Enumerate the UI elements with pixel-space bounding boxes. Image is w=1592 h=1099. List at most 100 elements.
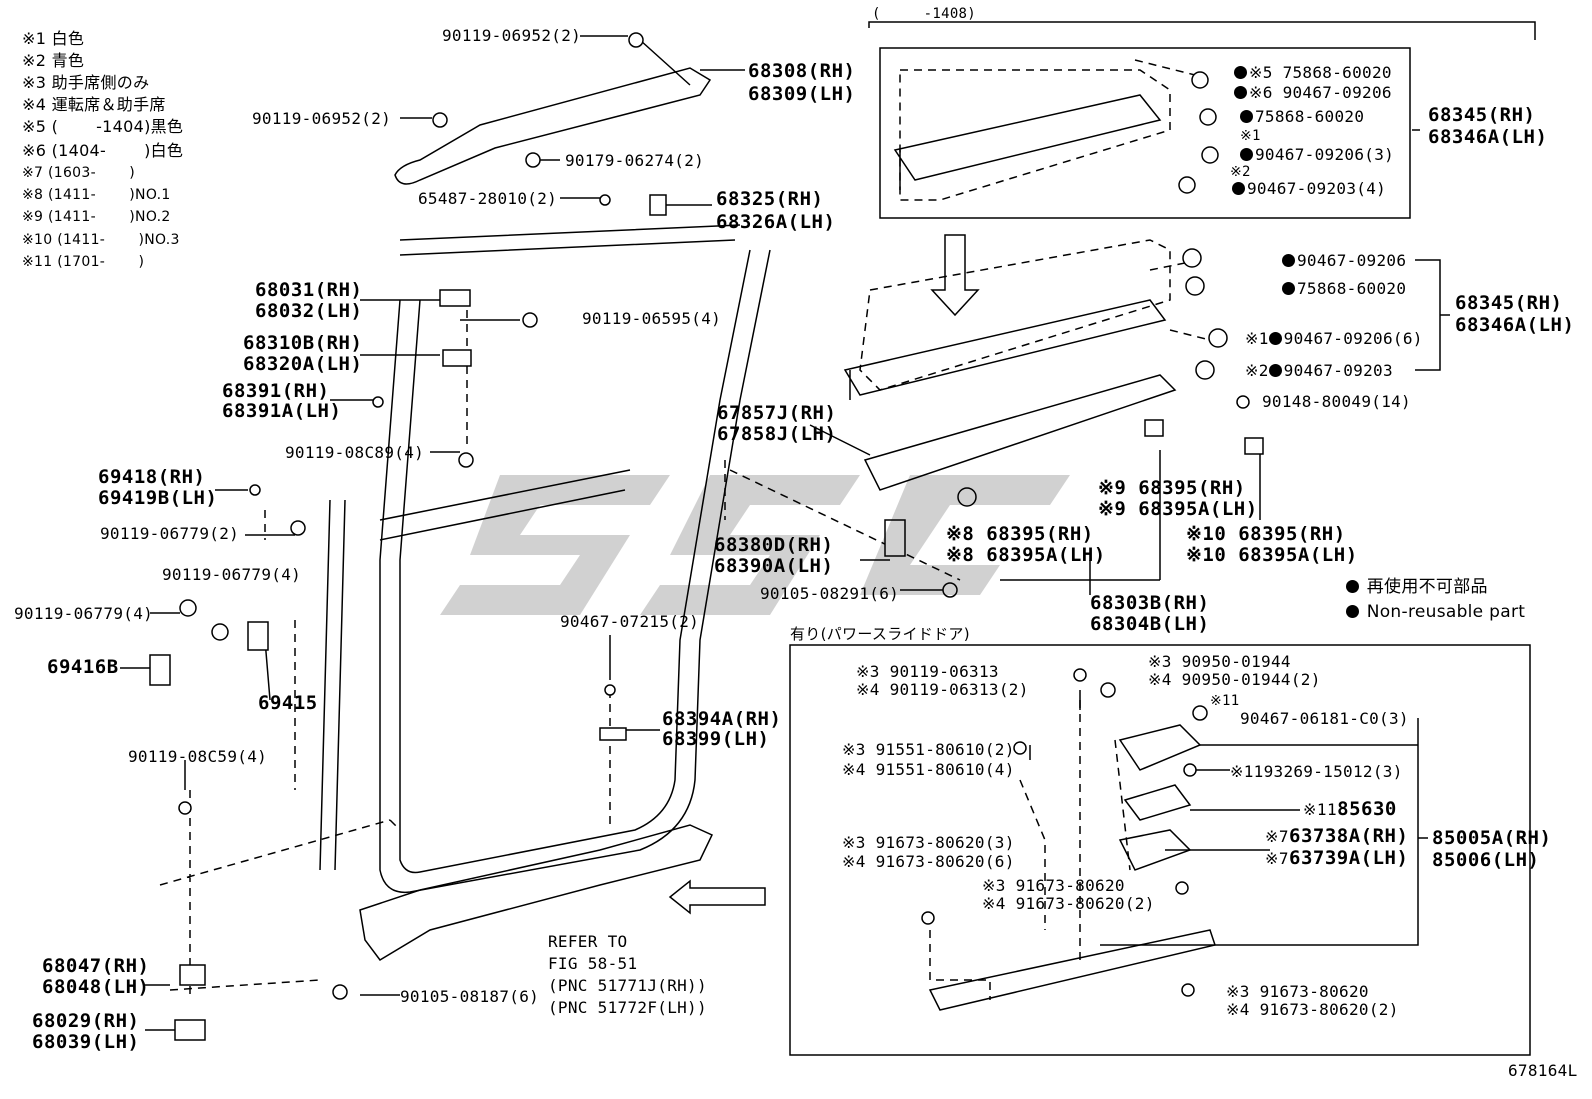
part-label: 90119-06779(4) — [14, 604, 154, 623]
part-label: ※4 91673-80620(2) — [982, 894, 1155, 913]
part-label: ※9 68395(RH) — [1098, 477, 1246, 499]
part-label: 90179-06274(2) — [565, 151, 705, 170]
nonreusable-dot-icon — [1282, 282, 1295, 295]
nonreusable-dot-icon — [1240, 110, 1253, 123]
part-label: ※3 91673-80620(3) — [842, 833, 1015, 852]
part-label: 68346A(LH) — [1455, 314, 1575, 336]
part-label: ※4 90950-01944(2) — [1148, 670, 1321, 689]
part-label: 68047(RH) — [42, 955, 150, 977]
part-label: ※3 91673-80620 — [1226, 982, 1369, 1001]
refer-text: REFER TO — [548, 932, 628, 951]
part-label: 68390A(LH) — [714, 555, 834, 577]
date-range-label: ( -1408) — [872, 6, 977, 22]
part-label: 85006(LH) — [1432, 849, 1540, 871]
part-label: 69415 — [258, 692, 318, 714]
part-label: 68391A(LH) — [222, 400, 342, 422]
part-label: 68391(RH) — [222, 380, 330, 402]
marker: ※2 — [1230, 164, 1251, 180]
part-label: ※10 68395(RH) — [1186, 523, 1346, 545]
part-label: 68320A(LH) — [243, 353, 363, 375]
part-label: 68399(LH) — [662, 728, 770, 750]
legend-item: ※4 運転席＆助手席 — [22, 95, 166, 114]
nonreusable-legend-en: Non-reusable part — [1346, 603, 1525, 621]
legend-item: ※7 (1603- ) — [22, 165, 136, 181]
part-label: ※4 91673-80620(2) — [1226, 1000, 1399, 1019]
refer-text: (PNC 51771J(RH)) — [548, 976, 707, 995]
part-label: 68345(RH) — [1455, 292, 1563, 314]
legend-item: ※9 (1411- )NO.2 — [22, 209, 171, 225]
part-label: ※9 68395A(LH) — [1098, 498, 1258, 520]
part-label: ※763738A(RH) — [1265, 825, 1409, 847]
part-label: ※6 90467-09206 — [1234, 84, 1392, 102]
nonreusable-dot-icon — [1234, 66, 1247, 79]
part-label: ※4 91551-80610(4) — [842, 760, 1015, 779]
part-label: 68309(LH) — [748, 83, 856, 105]
door-top-edge — [399, 224, 741, 256]
part-label: 90467-09203(4) — [1232, 180, 1386, 198]
part-label: 68325(RH) — [716, 188, 824, 210]
door-frame-rail — [379, 469, 631, 541]
legend-item: ※11 (1701- ) — [22, 254, 145, 270]
part-label: 68380D(RH) — [714, 534, 834, 556]
part-label: ※1185630 — [1303, 798, 1397, 820]
part-label: 67857J(RH) — [717, 402, 837, 424]
part-label: 90467-06181-C0(3) — [1240, 709, 1409, 728]
part-label: 68032(LH) — [255, 300, 363, 322]
nonreusable-dot-icon — [1282, 254, 1295, 267]
upper-rail-shape — [394, 67, 712, 185]
part-label: ※10 68395A(LH) — [1186, 544, 1358, 566]
part-label: 85005A(RH) — [1432, 827, 1552, 849]
part-label: 68029(RH) — [32, 1010, 140, 1032]
part-label: 75868-60020 — [1282, 280, 1406, 298]
part-label: 68326A(LH) — [716, 211, 836, 233]
part-label: 68039(LH) — [32, 1031, 140, 1053]
part-label: ※3 90950-01944 — [1148, 652, 1291, 671]
nonreusable-dot-icon — [1232, 182, 1245, 195]
legend-item: ※5 ( -1404)黒色 — [22, 117, 184, 136]
nonreusable-dot-icon — [1240, 148, 1253, 161]
part-label: 68346A(LH) — [1428, 126, 1548, 148]
door-frame-outline — [379, 249, 771, 894]
nonreusable-dot-icon — [1346, 605, 1359, 618]
part-label: 90119-08C89(4) — [285, 443, 425, 462]
part-label: 65487-28010(2) — [418, 189, 558, 208]
part-label: 68310B(RH) — [243, 332, 363, 354]
part-label: ※3 91673-80620 — [982, 876, 1125, 895]
refer-text: (PNC 51772F(LH)) — [548, 998, 707, 1017]
part-label: 90119-06952(2) — [442, 26, 582, 45]
watermark-logo — [440, 475, 1070, 615]
part-label: 75868-60020 — [1240, 108, 1364, 126]
part-label: 67858J(LH) — [717, 423, 837, 445]
part-label: 68304B(LH) — [1090, 613, 1210, 635]
part-label: 90467-07215(2) — [560, 612, 700, 631]
nonreusable-dot-icon — [1234, 86, 1247, 99]
part-label: ※1193269-15012(3) — [1230, 762, 1403, 781]
part-label: 90119-06779(2) — [100, 524, 240, 543]
door-frame-inner — [399, 249, 751, 874]
part-label: 68048(LH) — [42, 976, 150, 998]
part-label: 68031(RH) — [255, 279, 363, 301]
legend-item: ※6 (1404- )白色 — [22, 141, 184, 160]
part-label: 69419B(LH) — [98, 487, 218, 509]
part-label: ※4 91673-80620(6) — [842, 852, 1015, 871]
diagram-id: 678164L — [1508, 1061, 1578, 1080]
nonreusable-dot-icon — [1268, 364, 1282, 377]
part-label: ※3 90119-06313 — [856, 662, 999, 681]
marker: ※1 — [1240, 128, 1261, 144]
part-label: ※3 91551-80610(2) — [842, 740, 1015, 759]
part-label: 90119-08C59(4) — [128, 747, 268, 766]
legend-item: ※2 青色 — [22, 51, 85, 70]
door-pillar — [319, 499, 346, 871]
part-label: 90467-09206(3) — [1240, 146, 1394, 164]
part-label: ※5 75868-60020 — [1234, 64, 1392, 82]
marker: ※11 — [1210, 693, 1240, 709]
part-label: 90119-06779(4) — [162, 565, 302, 584]
legend-item: ※3 助手席側のみ — [22, 73, 150, 92]
part-label: 69416B — [47, 656, 119, 678]
part-label: ※8 68395A(LH) — [946, 544, 1106, 566]
part-label: 90105-08187(6) — [400, 987, 540, 1006]
